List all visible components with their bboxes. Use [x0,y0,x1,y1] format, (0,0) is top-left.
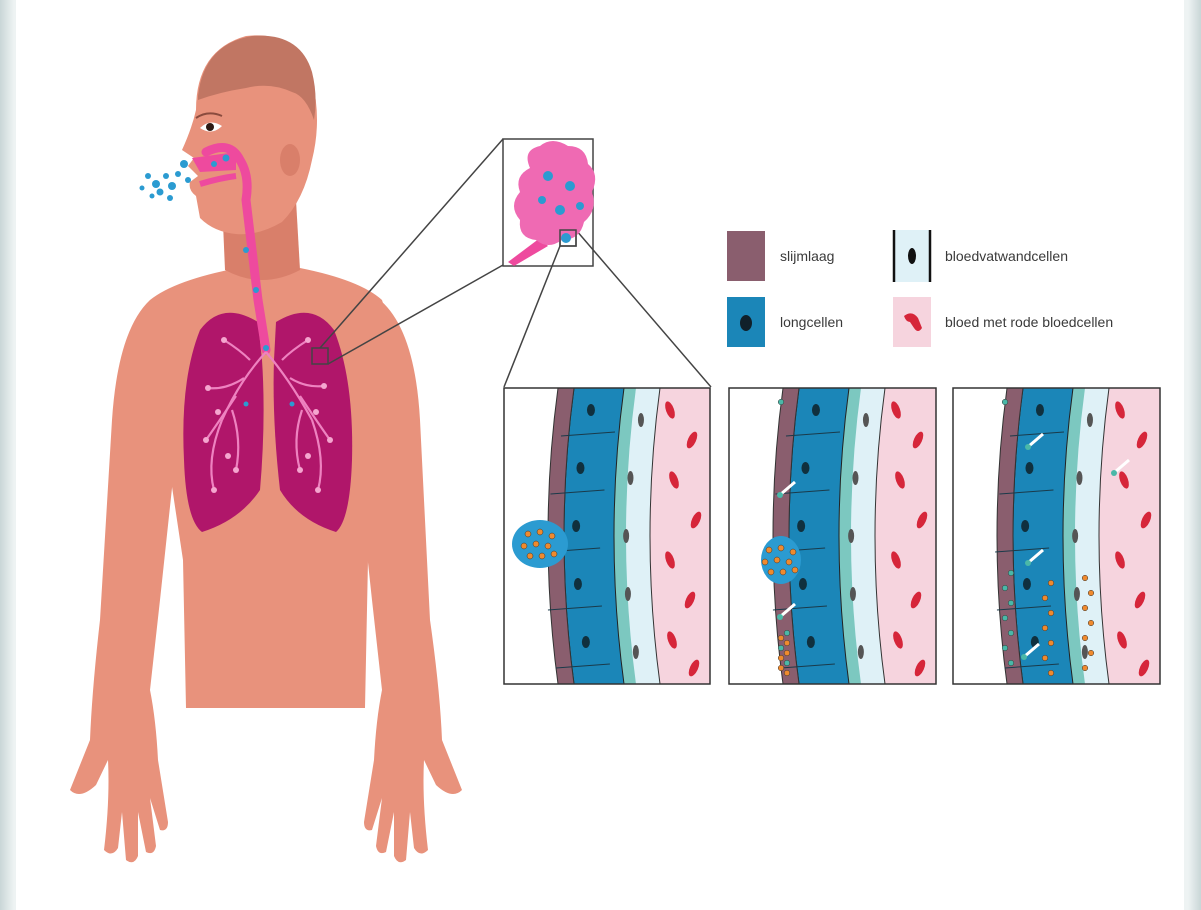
legend-label-bloedvatwandcellen: bloedvatwandcellen [945,248,1068,264]
tissue-panel-1 [504,388,710,684]
droplets-icon [140,160,192,201]
tissue-panel-2 [729,388,936,684]
virus-cluster [512,520,568,568]
legend-swatch-bloedvatwandcellen [893,230,931,282]
legend-swatch-bloed [893,297,931,347]
tissue-panel-3 [953,388,1160,684]
legend-swatch-slijmlaag [727,231,765,281]
legend-label-slijmlaag: slijmlaag [780,248,834,264]
legend-label-longcellen: longcellen [780,314,843,330]
legend-label-bloed: bloed met rode bloedcellen [945,314,1113,330]
human-body-icon [70,35,462,862]
